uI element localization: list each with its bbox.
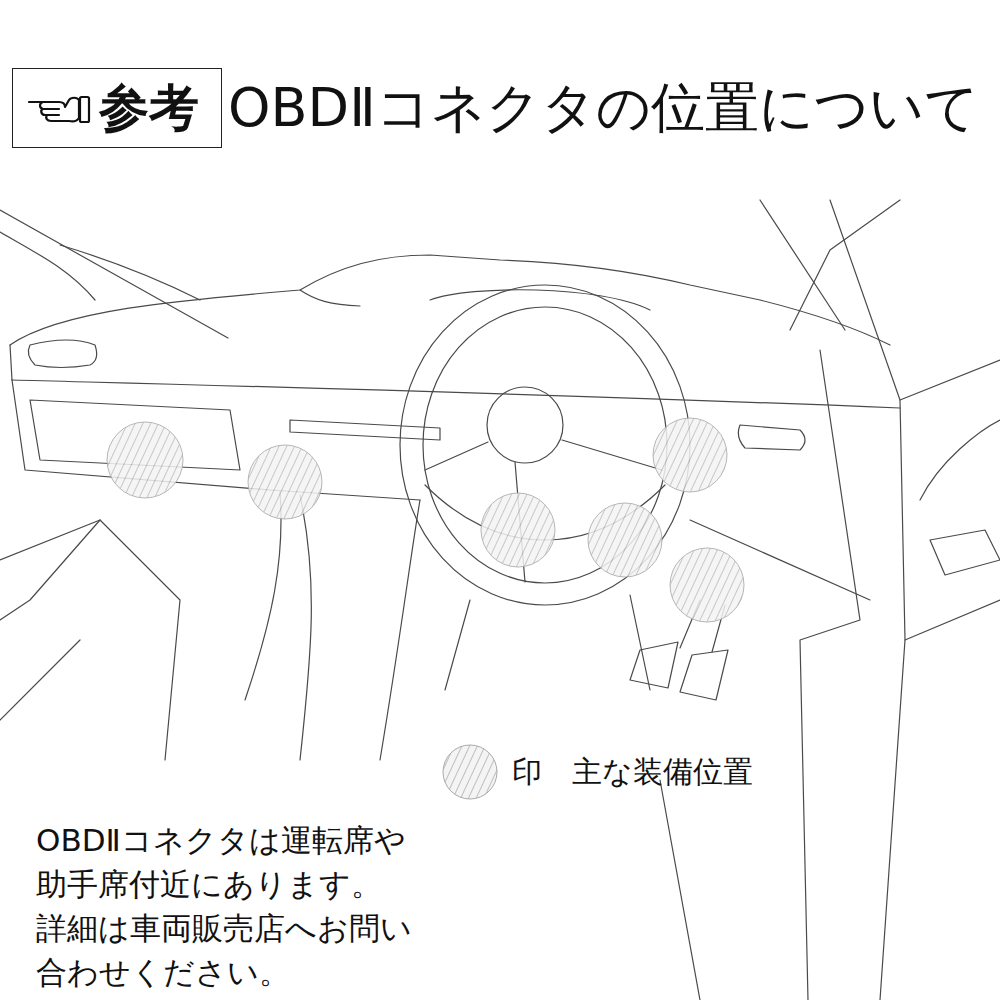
legend-row: 印 主な装備位置: [440, 742, 753, 802]
note-text: OBDⅡコネクタは運転席や 助手席付近にあります。 詳細は車両販売店へお問い 合…: [36, 818, 576, 994]
hatched-circle-swatch: [440, 742, 500, 802]
legend-text: 印 主な装備位置: [512, 757, 753, 787]
reference-box: 参考: [12, 68, 222, 148]
pointing-hand-icon: [25, 88, 95, 128]
page-title: OBDⅡコネクタの位置について: [228, 70, 979, 146]
reference-label: 参考: [99, 83, 199, 133]
